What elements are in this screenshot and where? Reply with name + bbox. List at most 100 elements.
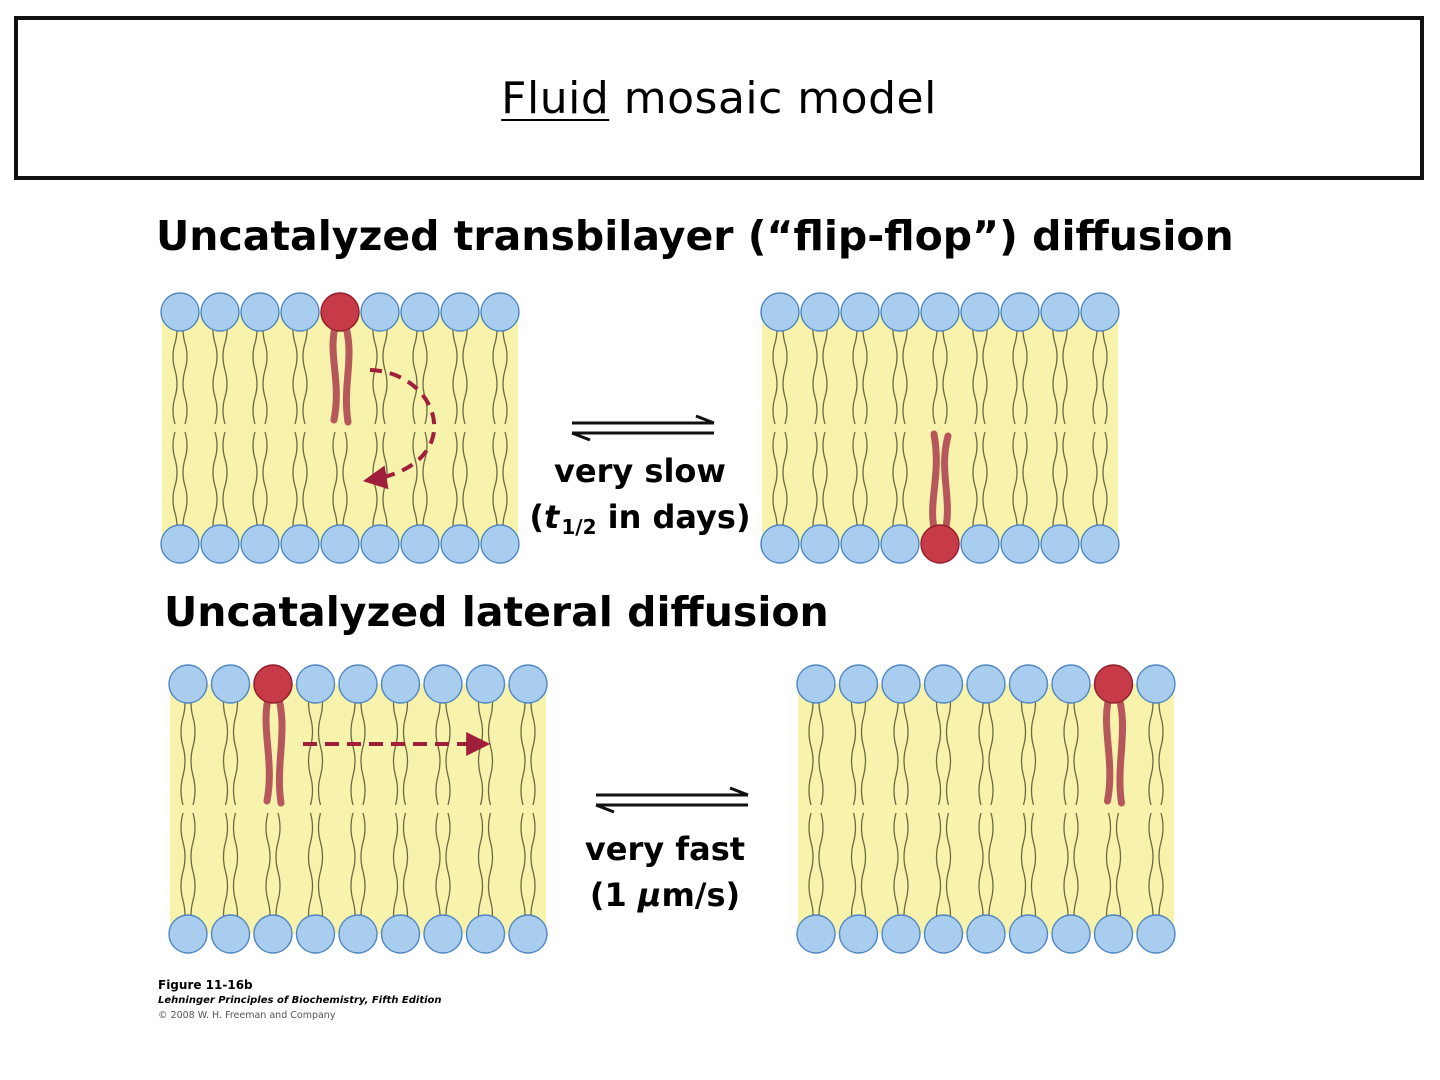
lipid-tail: [1012, 431, 1018, 541]
lipid-head: [960, 524, 1000, 564]
flip-flop-heading: Uncatalyzed transbilayer (“flip-flop”) d…: [156, 212, 1234, 260]
lipid-head: [160, 524, 200, 564]
lipid-tail: [307, 812, 314, 931]
lipid-tail: [412, 431, 418, 541]
lipid-head: [838, 664, 879, 704]
title-box: Fluid mosaic model: [14, 16, 1424, 180]
lipid-head: [838, 914, 879, 954]
micro-symbol: μ: [637, 876, 662, 914]
lipid-tail: [232, 812, 239, 931]
lipid-tail: [1063, 812, 1069, 931]
lipid-tail: [945, 812, 952, 931]
lipid-tail: [530, 687, 536, 806]
lipid-tail: [1092, 431, 1098, 541]
lipid-head: [465, 664, 506, 704]
lipid-tail: [222, 315, 228, 425]
lipid-head: [1040, 292, 1080, 332]
marked-lipid-head: [920, 524, 960, 564]
lipid-tail: [487, 812, 494, 931]
lateral-before-bilayer: [168, 664, 548, 954]
lipid-tail: [190, 812, 196, 931]
lipid-tail: [782, 315, 788, 425]
lipid-tail: [435, 687, 441, 806]
lipid-tail: [1052, 315, 1058, 425]
lipid-tail: [903, 687, 909, 806]
lipid-tail: [935, 812, 942, 931]
figure-number: Figure 11-16b: [158, 978, 253, 992]
lipid-tail: [172, 315, 178, 425]
lipid-tails: [180, 687, 536, 931]
flip-flop-before-bilayer: [160, 292, 520, 564]
lipid-tail: [492, 431, 498, 541]
lipid-tail: [382, 315, 388, 425]
lipid-head: [1093, 914, 1134, 954]
lipid-tail: [1115, 812, 1122, 931]
lipid-tail: [818, 812, 824, 931]
lipid-head: [966, 664, 1006, 704]
lipid-head: [920, 292, 960, 332]
lipid-head: [210, 914, 251, 954]
lipid-tail: [530, 812, 536, 931]
lipid-tails: [772, 315, 1108, 541]
lipid-tail: [972, 315, 978, 425]
lipid-head: [1000, 524, 1040, 564]
lipid-head: [360, 292, 400, 332]
lipid-tail: [945, 687, 952, 806]
lipid-head: [380, 664, 421, 704]
lipid-head: [423, 914, 463, 954]
lipid-tail: [332, 431, 338, 541]
title-underlined-word: Fluid: [501, 72, 610, 124]
lipid-head: [800, 524, 840, 564]
lipid-head: [1080, 524, 1120, 564]
lipid-tail: [822, 315, 828, 425]
lipid-head: [400, 524, 440, 564]
lipid-head: [320, 524, 360, 564]
lipid-tail: [252, 431, 258, 541]
lipid-tail: [812, 315, 818, 425]
lipid-tail: [350, 812, 356, 931]
lipid-tail: [452, 431, 458, 541]
marked-tail: [273, 688, 286, 807]
lipid-tail: [1063, 687, 1069, 806]
lipid-tail: [222, 687, 229, 806]
lipid-tail: [182, 315, 188, 425]
lipid-tail: [520, 687, 526, 806]
copyright: © 2008 W. H. Freeman and Company: [158, 1010, 336, 1021]
lipid-tail: [222, 812, 229, 931]
tail-region: [162, 312, 518, 544]
lipid-tail: [982, 315, 988, 425]
curved-dashed-arrow-icon: [362, 368, 437, 490]
lipid-head: [423, 664, 463, 704]
lipid-tail: [492, 315, 498, 425]
marked-tail: [929, 430, 940, 540]
lipid-head: [881, 664, 921, 704]
lipid-tail: [1052, 431, 1058, 541]
lipid-head: [508, 664, 548, 704]
lipid-tail: [1062, 315, 1068, 425]
lipid-tail: [350, 687, 356, 806]
lipid-tail: [317, 687, 324, 806]
lipid-tail: [360, 812, 366, 931]
lipid-head: [480, 292, 520, 332]
lipid-head: [1051, 914, 1091, 954]
lipid-head: [880, 524, 920, 564]
lipid-tail: [445, 687, 451, 806]
lipid-tail: [190, 687, 196, 806]
lipid-tail: [772, 431, 778, 541]
lipid-tail: [477, 812, 484, 931]
lipid-head: [280, 292, 320, 332]
slide-title: Fluid mosaic model: [501, 73, 937, 124]
lipid-tail: [1148, 687, 1154, 806]
marked-tail: [940, 432, 952, 540]
lipid-tail: [782, 431, 788, 541]
lipid-head: [1051, 664, 1091, 704]
lipid-head: [168, 914, 208, 954]
lipid-head: [960, 292, 1000, 332]
lipid-tail: [212, 315, 218, 425]
lipid-tail: [252, 315, 258, 425]
lipid-tail: [520, 812, 526, 931]
lipid-tail: [978, 812, 984, 931]
lipid-tail: [902, 431, 908, 541]
lipid-tail: [903, 812, 909, 931]
lipid-tail: [302, 315, 308, 425]
